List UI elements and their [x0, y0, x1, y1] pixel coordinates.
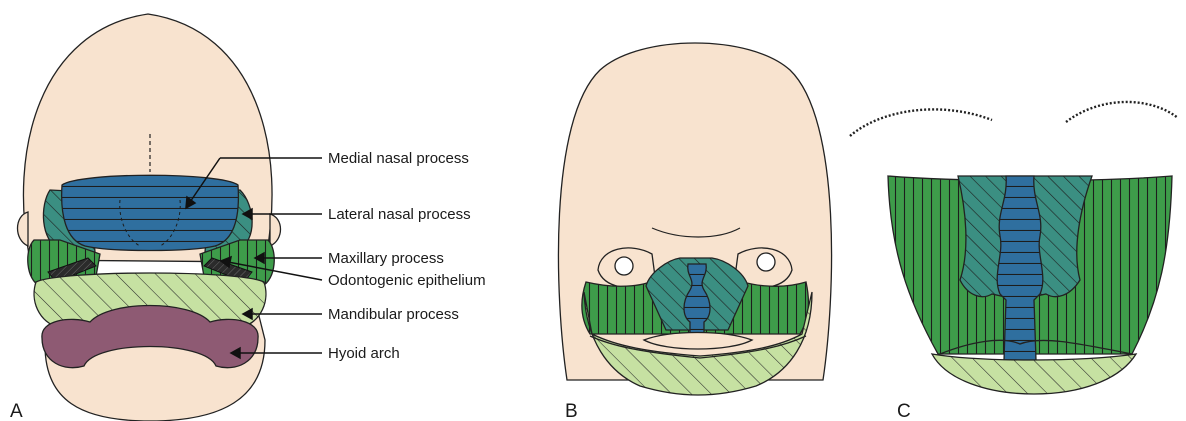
eyebrow-right [1066, 102, 1178, 122]
label-odontogenic: Odontogenic epithelium [328, 272, 486, 289]
label-maxillary: Maxillary process [328, 250, 444, 267]
panel-label-c: C [897, 401, 911, 421]
medial-nasal-process-a [62, 175, 239, 250]
panel-b-illustration [558, 43, 831, 395]
label-medial-nasal: Medial nasal process [328, 150, 469, 167]
panel-a-illustration [18, 14, 281, 421]
label-lateral-nasal: Lateral nasal process [328, 206, 471, 223]
eyebrow-left [850, 109, 992, 136]
label-mandibular: Mandibular process [328, 306, 459, 323]
label-hyoid: Hyoid arch [328, 345, 400, 362]
panel-label-a: A [10, 401, 23, 421]
panel-label-b: B [565, 401, 578, 421]
mandibular-process-c [932, 354, 1136, 394]
panel-c-illustration [850, 102, 1178, 394]
